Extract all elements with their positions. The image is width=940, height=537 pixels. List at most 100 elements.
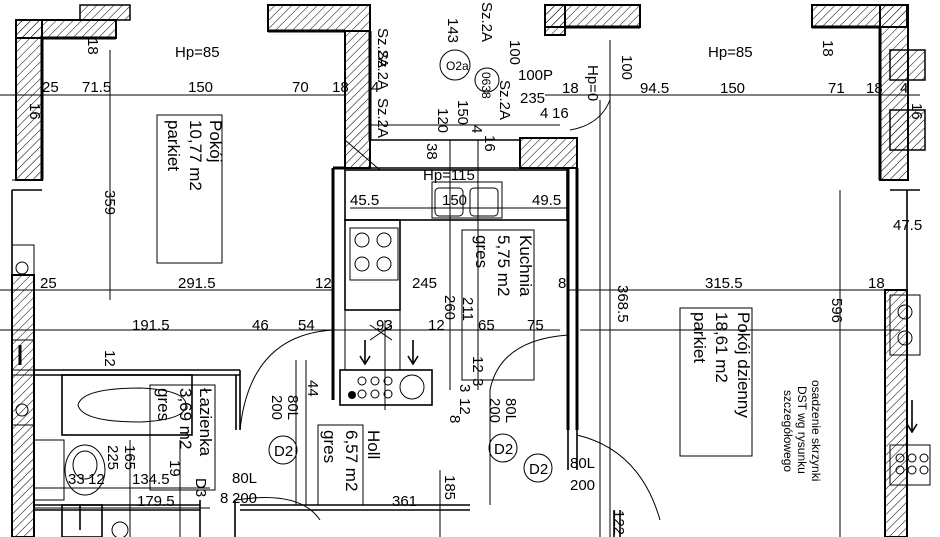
dimension-label: 361 — [392, 493, 417, 510]
dimension-label: 150 — [188, 79, 213, 96]
bathroom-fittings — [33, 374, 193, 537]
door-d2a-width: 80L — [284, 395, 301, 420]
dimension-label: 368.5 — [614, 285, 631, 323]
dimension-label: 179.5 — [137, 493, 175, 510]
note-line-1: osadzenie skrzynki — [809, 380, 823, 481]
dimension-label: 359 — [101, 190, 118, 215]
door-height-balcony: Hp=0 — [584, 65, 601, 101]
room-name-pokoj: Pokój — [206, 120, 225, 163]
dimension-label: 18 — [562, 80, 579, 97]
dimension-label: 211 — [459, 297, 476, 321]
dimension-lines — [0, 40, 920, 537]
dimension-label: 65 — [478, 317, 495, 334]
dimension-label: 16 — [552, 105, 569, 122]
dimension-label: 18 — [332, 79, 349, 96]
dimension-label: 12 — [315, 275, 332, 292]
door-d2b-width: 80L — [502, 398, 519, 423]
dimension-label: 100 — [618, 55, 635, 80]
dimension-label: 8 — [220, 490, 228, 507]
dimension-label: 8 — [558, 275, 566, 292]
dimension-label: 71 — [828, 80, 845, 97]
dimension-label: 120 — [434, 108, 451, 133]
dimension-label: 150 — [442, 192, 467, 209]
dimension-label: 16 — [481, 135, 498, 152]
dimension-label: 100 — [506, 40, 523, 65]
dimension-label: 235 — [520, 90, 545, 107]
room-floor-kuchnia: gres — [472, 235, 491, 268]
note-line-2: DST wg rysunku — [795, 386, 809, 474]
room-floor-pokoj-dzienny: parkiet — [690, 312, 709, 363]
room-name-pokoj-dzienny: Pokój dzienny — [734, 312, 753, 418]
dimension-label: 71.5 — [82, 79, 111, 96]
dimension-label: 3 — [456, 384, 473, 392]
door-d3-width: 80L — [232, 470, 257, 487]
door-d2a-height: 200 — [268, 395, 285, 420]
radiator-dots-icon — [348, 374, 425, 400]
dimension-label: 18 — [868, 275, 885, 292]
door-tag-d2a: D2 — [274, 443, 293, 460]
dimension-label: 4 — [900, 80, 908, 97]
room-area-holl: 6,57 m2 — [342, 430, 361, 491]
dimension-label: 3 — [469, 378, 486, 386]
tag-0638: 0638 — [479, 72, 493, 99]
shaft-label-3: Sz.2A — [374, 98, 391, 138]
room-name-lazienka: Łazienka — [196, 388, 215, 457]
dimension-label: 12 — [88, 471, 105, 488]
door-tags — [268, 49, 553, 483]
dimension-label: 18 — [84, 38, 101, 55]
dimension-label: 596 — [828, 298, 845, 323]
dimension-label: 150 — [454, 100, 471, 125]
dimension-label: 75 — [527, 317, 544, 334]
dimension-label: 165 — [121, 445, 138, 470]
dimension-label: 134.5 — [132, 471, 170, 488]
door-d2c-width: 80L — [570, 455, 595, 472]
dimension-label: 8 — [446, 415, 463, 423]
dimension-label: 16 — [908, 103, 925, 120]
shaft-label-4: Sz.2A — [478, 2, 495, 42]
dimension-label: 315.5 — [705, 275, 743, 292]
room-floor-holl: gres — [320, 430, 339, 463]
door-tag-d2c: D2 — [529, 461, 548, 478]
dimension-numbers: 25 71.5 150 70 18 4 235 4 16 18 94.5 150… — [40, 79, 922, 510]
dimension-label: 4 — [371, 79, 379, 96]
dimension-label: 12 — [469, 356, 486, 373]
dimension-label: 150 — [720, 80, 745, 97]
dimension-label: 47.5 — [893, 217, 922, 234]
dimension-numbers-vertical: 18 143 100 100 150 120 4 16 16 38 16 18 … — [26, 18, 925, 535]
room-area-pokoj: 10,77 m2 — [186, 120, 205, 191]
dimension-label: 70 — [292, 79, 309, 96]
dimension-label: 25 — [40, 275, 57, 292]
dimension-label: 291.5 — [178, 275, 216, 292]
dimension-label: 94.5 — [640, 80, 669, 97]
window-height-kitchen: Hp=115 — [423, 167, 475, 184]
tag-o2a: O2a — [446, 59, 469, 73]
dimension-label: 12 — [456, 398, 473, 415]
dimension-label: 49.5 — [532, 192, 561, 209]
dimension-label: 12 — [428, 317, 445, 334]
dimension-label: 191.5 — [132, 317, 170, 334]
room-name-holl: Holl — [364, 430, 383, 459]
dimension-label: 18 — [819, 40, 836, 57]
dimension-label: 143 — [444, 18, 461, 43]
shaft-label-5: Sz.2A — [496, 80, 513, 120]
neighbor-fittings — [11, 244, 931, 486]
dimension-label: 54 — [298, 317, 315, 334]
window-height-right: Hp=85 — [708, 44, 753, 61]
dimension-label: 185 — [441, 475, 458, 500]
dimension-label: 19 — [166, 460, 183, 477]
room-area-kuchnia: 5,75 m2 — [494, 235, 513, 296]
door-d2b-height: 200 — [486, 398, 503, 423]
shaft-label-1: Sz.2A — [374, 28, 391, 68]
room-floor-pokoj: parkiet — [164, 120, 183, 171]
dimension-label: 18 — [866, 80, 883, 97]
room-floor-lazienka: gres — [154, 388, 173, 421]
dimension-label: 38 — [423, 143, 440, 160]
shaft-label-2: Sz.2A — [374, 50, 391, 90]
dimension-label: 122 — [610, 510, 627, 535]
dimension-label: 12 — [101, 350, 118, 367]
door-d3-height: 200 — [232, 490, 257, 507]
dimension-label: 260 — [441, 295, 458, 320]
room-area-lazienka: 3,69 m2 — [176, 388, 195, 449]
